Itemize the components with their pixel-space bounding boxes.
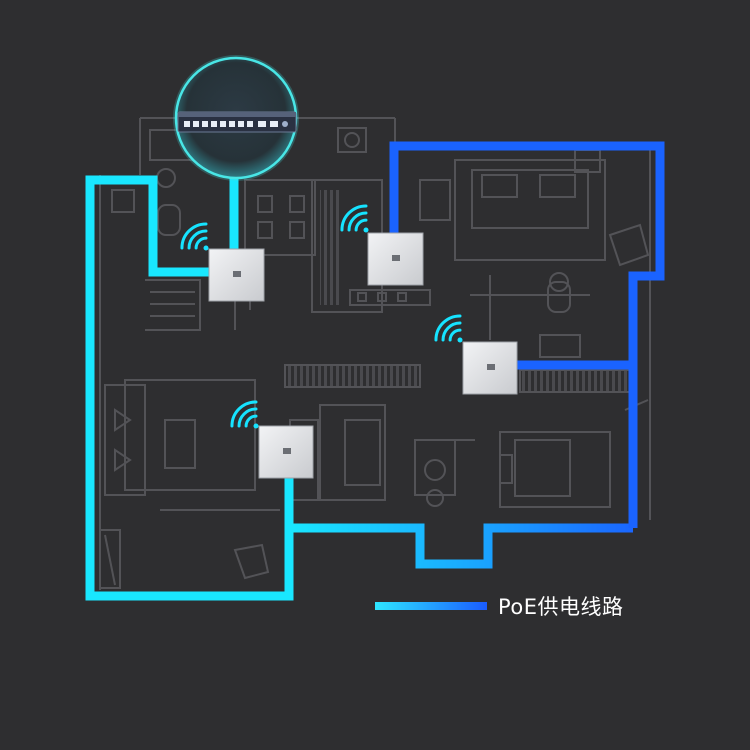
poe-lines: [85, 141, 665, 601]
legend-label: PoE供电线路: [498, 595, 624, 619]
ethernet-port-icon: [392, 255, 400, 261]
ethernet-port-icon: [233, 271, 241, 277]
poe-switch-lens: [173, 55, 299, 181]
poe-line-right-loop: [389, 141, 665, 528]
poe-line-bottom-route: [289, 523, 633, 569]
wifi-icon: [180, 222, 209, 251]
legend-line-swatch: [375, 602, 487, 610]
wifi-icon: [340, 204, 369, 233]
wifi-icon: [434, 314, 463, 343]
ethernet-port-icon: [487, 364, 495, 370]
poe-line-branch-upper-left: [85, 175, 294, 601]
wall-ap-panel-3: [462, 341, 518, 395]
poe-switch-icon: [177, 111, 297, 133]
floor-plan: [99, 117, 651, 590]
ethernet-port-icon: [283, 448, 291, 454]
wall-ap-panel-1: [208, 248, 265, 302]
wall-ap-panel-4: [258, 425, 314, 479]
wifi-icon: [230, 400, 259, 429]
wall-ap-panel-2: [367, 232, 424, 286]
